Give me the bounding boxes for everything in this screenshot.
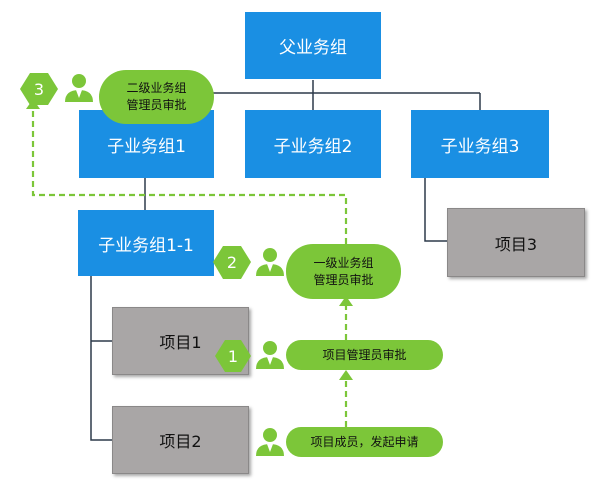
- tree-connector-child3: [424, 178, 447, 242]
- project-admin-approval-label: 项目管理员审批: [322, 347, 407, 362]
- project-admin-approval-pill: 项目管理员审批: [286, 340, 443, 370]
- child-group-2-label: 子业务组2: [273, 136, 353, 157]
- level1-approval-line1: 一级业务组: [313, 255, 374, 270]
- person-icon: [65, 74, 93, 102]
- member-apply-label: 项目成员，发起申请: [310, 434, 419, 449]
- person-icon: [256, 428, 284, 456]
- child-group-2-box[interactable]: 子业务组2: [245, 110, 381, 178]
- project-3-label: 项目3: [494, 234, 538, 254]
- level2-approval-pill: 二级业务组 管理员审批: [99, 70, 214, 124]
- step-badge-2: 2: [213, 246, 251, 279]
- parent-group-box[interactable]: 父业务组: [245, 12, 381, 79]
- level1-approval-line2: 管理员审批: [313, 272, 374, 287]
- person-icon: [256, 248, 284, 276]
- member-apply-pill: 项目成员，发起申请: [286, 427, 443, 457]
- project-2-label: 项目2: [159, 432, 202, 451]
- project-2-box[interactable]: 项目2: [112, 406, 249, 474]
- level2-approval-line2: 管理员审批: [126, 98, 187, 112]
- child-group-3-label: 子业务组3: [440, 136, 520, 157]
- arrow-up-icon: [339, 296, 353, 306]
- child-group-1-1-label: 子业务组1-1: [98, 235, 194, 256]
- step-badge-2-number: 2: [226, 253, 238, 272]
- project-1-label: 项目1: [159, 333, 202, 352]
- arrow-up-icon: [339, 370, 353, 380]
- tree-connector-projects: [90, 276, 112, 441]
- flow-line-level1-to-level2: [31, 108, 348, 244]
- parent-group-label: 父业务组: [279, 38, 347, 58]
- person-icon: [256, 341, 284, 369]
- level1-approval-pill: 一级业务组 管理员审批: [286, 244, 401, 299]
- step-badge-3-number: 3: [33, 79, 45, 99]
- level2-approval-line1: 二级业务组: [126, 81, 187, 95]
- step-badge-3: 3: [20, 73, 58, 105]
- step-badge-1-number: 1: [227, 346, 239, 366]
- child-group-1-1-box[interactable]: 子业务组1-1: [78, 210, 214, 276]
- step-badge-1: 1: [215, 340, 251, 372]
- child-group-1-label: 子业务组1: [107, 136, 186, 157]
- child-group-3-box[interactable]: 子业务组3: [411, 110, 549, 178]
- project-3-box[interactable]: 项目3: [447, 208, 585, 277]
